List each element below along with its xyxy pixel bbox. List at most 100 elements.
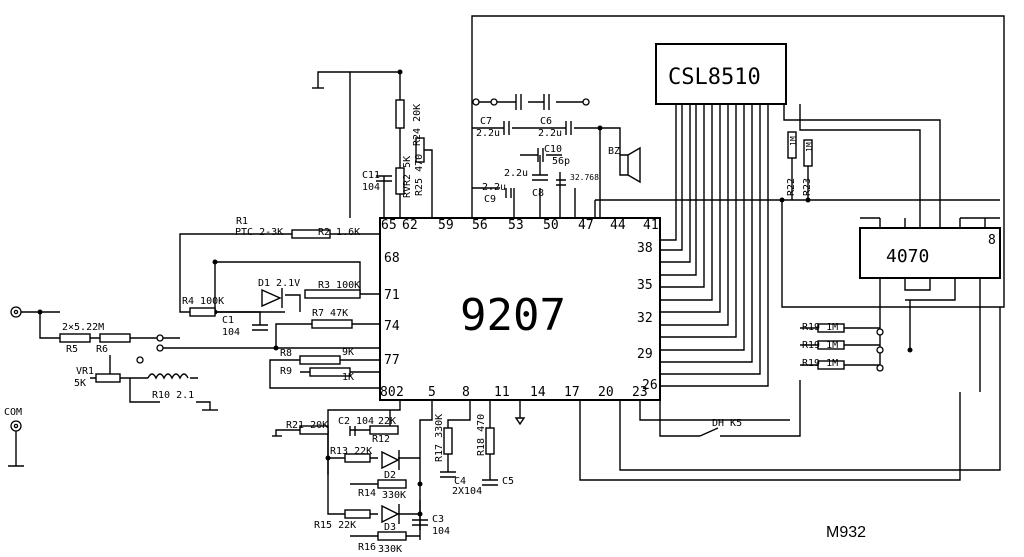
label-r1: R1 bbox=[236, 216, 248, 227]
label-d2: D2 bbox=[384, 470, 396, 481]
capacitor-c9 bbox=[505, 188, 512, 198]
capacitor-top-a bbox=[515, 94, 522, 110]
resistor-r17 bbox=[443, 427, 453, 455]
resistor-r19b bbox=[817, 340, 845, 350]
label-c1: C1 bbox=[222, 315, 234, 326]
label-r5: R5 bbox=[66, 344, 78, 355]
label-c3: C3 bbox=[432, 514, 444, 525]
diode-d2 bbox=[381, 450, 400, 470]
label-c3-value: 104 bbox=[432, 526, 450, 537]
label-r6: R6 bbox=[96, 344, 108, 355]
capacitor-c3 bbox=[412, 519, 428, 526]
resistor-r13 bbox=[344, 453, 371, 463]
pin-right-38: 38 bbox=[637, 241, 653, 256]
pin-top-41: 41 bbox=[643, 218, 659, 233]
label-d3: D3 bbox=[384, 522, 396, 533]
capacitor-c1 bbox=[252, 324, 268, 331]
label-r24: R24 20K bbox=[412, 104, 423, 146]
label-r16: R16 bbox=[358, 542, 376, 553]
label-c10-value: 56p bbox=[552, 156, 570, 167]
label-bz: BZ bbox=[608, 146, 620, 157]
resistor-r3 bbox=[304, 289, 361, 299]
pin-top-65: 65 bbox=[381, 218, 397, 233]
resistor-r19c bbox=[817, 360, 845, 370]
label-rvr2: RVR2 5K bbox=[402, 156, 413, 198]
label-vr1-value: 5K bbox=[74, 378, 86, 389]
chip-9207: 9207 bbox=[379, 217, 661, 401]
label-r19c: R19 1M bbox=[802, 358, 838, 369]
label-c7: C7 bbox=[480, 116, 492, 127]
switch-dh-k5 bbox=[699, 427, 719, 437]
label-r9: R9 bbox=[280, 366, 292, 377]
label-r16-value: 330K bbox=[378, 544, 402, 555]
resistor-r24 bbox=[395, 99, 405, 129]
pin-numbers: 65 62 59 56 53 50 47 44 41 38 35 32 29 2… bbox=[380, 218, 659, 400]
pin-bottom-11: 11 bbox=[494, 385, 510, 400]
model-number: M932 bbox=[826, 524, 866, 541]
ground-symbol bbox=[514, 417, 526, 426]
resistor-r25 bbox=[395, 167, 405, 195]
pin-right-35: 35 bbox=[637, 278, 653, 293]
resistor-r9 bbox=[309, 367, 351, 377]
label-ptc: PTC 2-3K bbox=[235, 227, 283, 238]
chip-4070-pin-label: 8 bbox=[988, 233, 996, 248]
pin-right-26: 26 bbox=[642, 378, 658, 393]
diode-d3 bbox=[381, 504, 400, 524]
pin-left-68: 68 bbox=[384, 251, 400, 266]
pin-left-77: 77 bbox=[384, 353, 400, 368]
capacitor-c8 bbox=[532, 174, 548, 181]
label-r9-value: 1K bbox=[342, 372, 354, 383]
resistor-r14 bbox=[377, 479, 407, 489]
pin-bottom-8: 8 bbox=[462, 385, 470, 400]
label-c4: C4 bbox=[454, 476, 466, 487]
terminals bbox=[10, 98, 884, 432]
capacitor-c11 bbox=[376, 175, 392, 182]
label-r12: R12 bbox=[372, 434, 390, 445]
inductor-r10 bbox=[147, 373, 189, 380]
label-c8-value: 2.2u bbox=[504, 168, 528, 179]
label-r21: R21 20K bbox=[286, 420, 328, 431]
label-c9: C9 bbox=[484, 194, 496, 205]
chip-4070: 4070 8 bbox=[859, 227, 1001, 279]
pin-left-71: 71 bbox=[384, 288, 400, 303]
junction-dots bbox=[37, 69, 913, 517]
label-r5-value: 2×5.22M bbox=[62, 322, 104, 333]
label-c11: C11 bbox=[362, 170, 380, 181]
components bbox=[59, 94, 845, 541]
pin-top-50: 50 bbox=[543, 218, 559, 233]
label-r3: R3 100K bbox=[318, 280, 360, 291]
label-c6: C6 bbox=[540, 116, 552, 127]
pin-bottom-23: 23 bbox=[632, 385, 648, 400]
component-labels: R1 PTC 2-3K R2 1.6K D1 2.1V R4 100K R3 1… bbox=[4, 104, 838, 555]
label-r22-value: 1M bbox=[789, 136, 798, 146]
label-r14-value: 330K bbox=[382, 490, 406, 501]
label-c1-value: 104 bbox=[222, 327, 240, 338]
resistor-rvr2 bbox=[415, 137, 425, 163]
label-dh-k5: DH K5 bbox=[712, 418, 742, 429]
label-r10: R10 2.1 bbox=[152, 390, 194, 401]
pin-bottom-5: 5 bbox=[428, 385, 436, 400]
label-c4-value: 2X104 bbox=[452, 486, 482, 497]
label-c5: C5 bbox=[502, 476, 514, 487]
pin-bottom-14: 14 bbox=[530, 385, 546, 400]
label-r17: R17 330K bbox=[434, 414, 445, 462]
pin-bottom-17: 17 bbox=[564, 385, 580, 400]
resistor-r15 bbox=[344, 509, 371, 519]
label-xtal: 32.768 bbox=[570, 173, 599, 182]
label-r12-value: 22K bbox=[378, 416, 396, 427]
capacitor-c6 bbox=[565, 121, 572, 135]
capacitor-c7 bbox=[503, 121, 510, 135]
resistor-ptc bbox=[291, 229, 331, 239]
label-r15: R15 22K bbox=[314, 520, 356, 531]
label-r23-value: 1M bbox=[805, 142, 814, 152]
resistor-r6 bbox=[99, 333, 131, 343]
label-c7-value: 2.2u bbox=[476, 128, 500, 139]
resistor-r23 bbox=[803, 139, 813, 167]
capacitor-c10 bbox=[537, 148, 544, 162]
pin-right-32: 32 bbox=[637, 311, 653, 326]
pin-top-56: 56 bbox=[472, 218, 488, 233]
chip-csl8510: CSL8510 bbox=[655, 43, 787, 105]
label-r2: R2 1.6K bbox=[318, 227, 360, 238]
pin-left-80: 80 bbox=[380, 385, 396, 400]
